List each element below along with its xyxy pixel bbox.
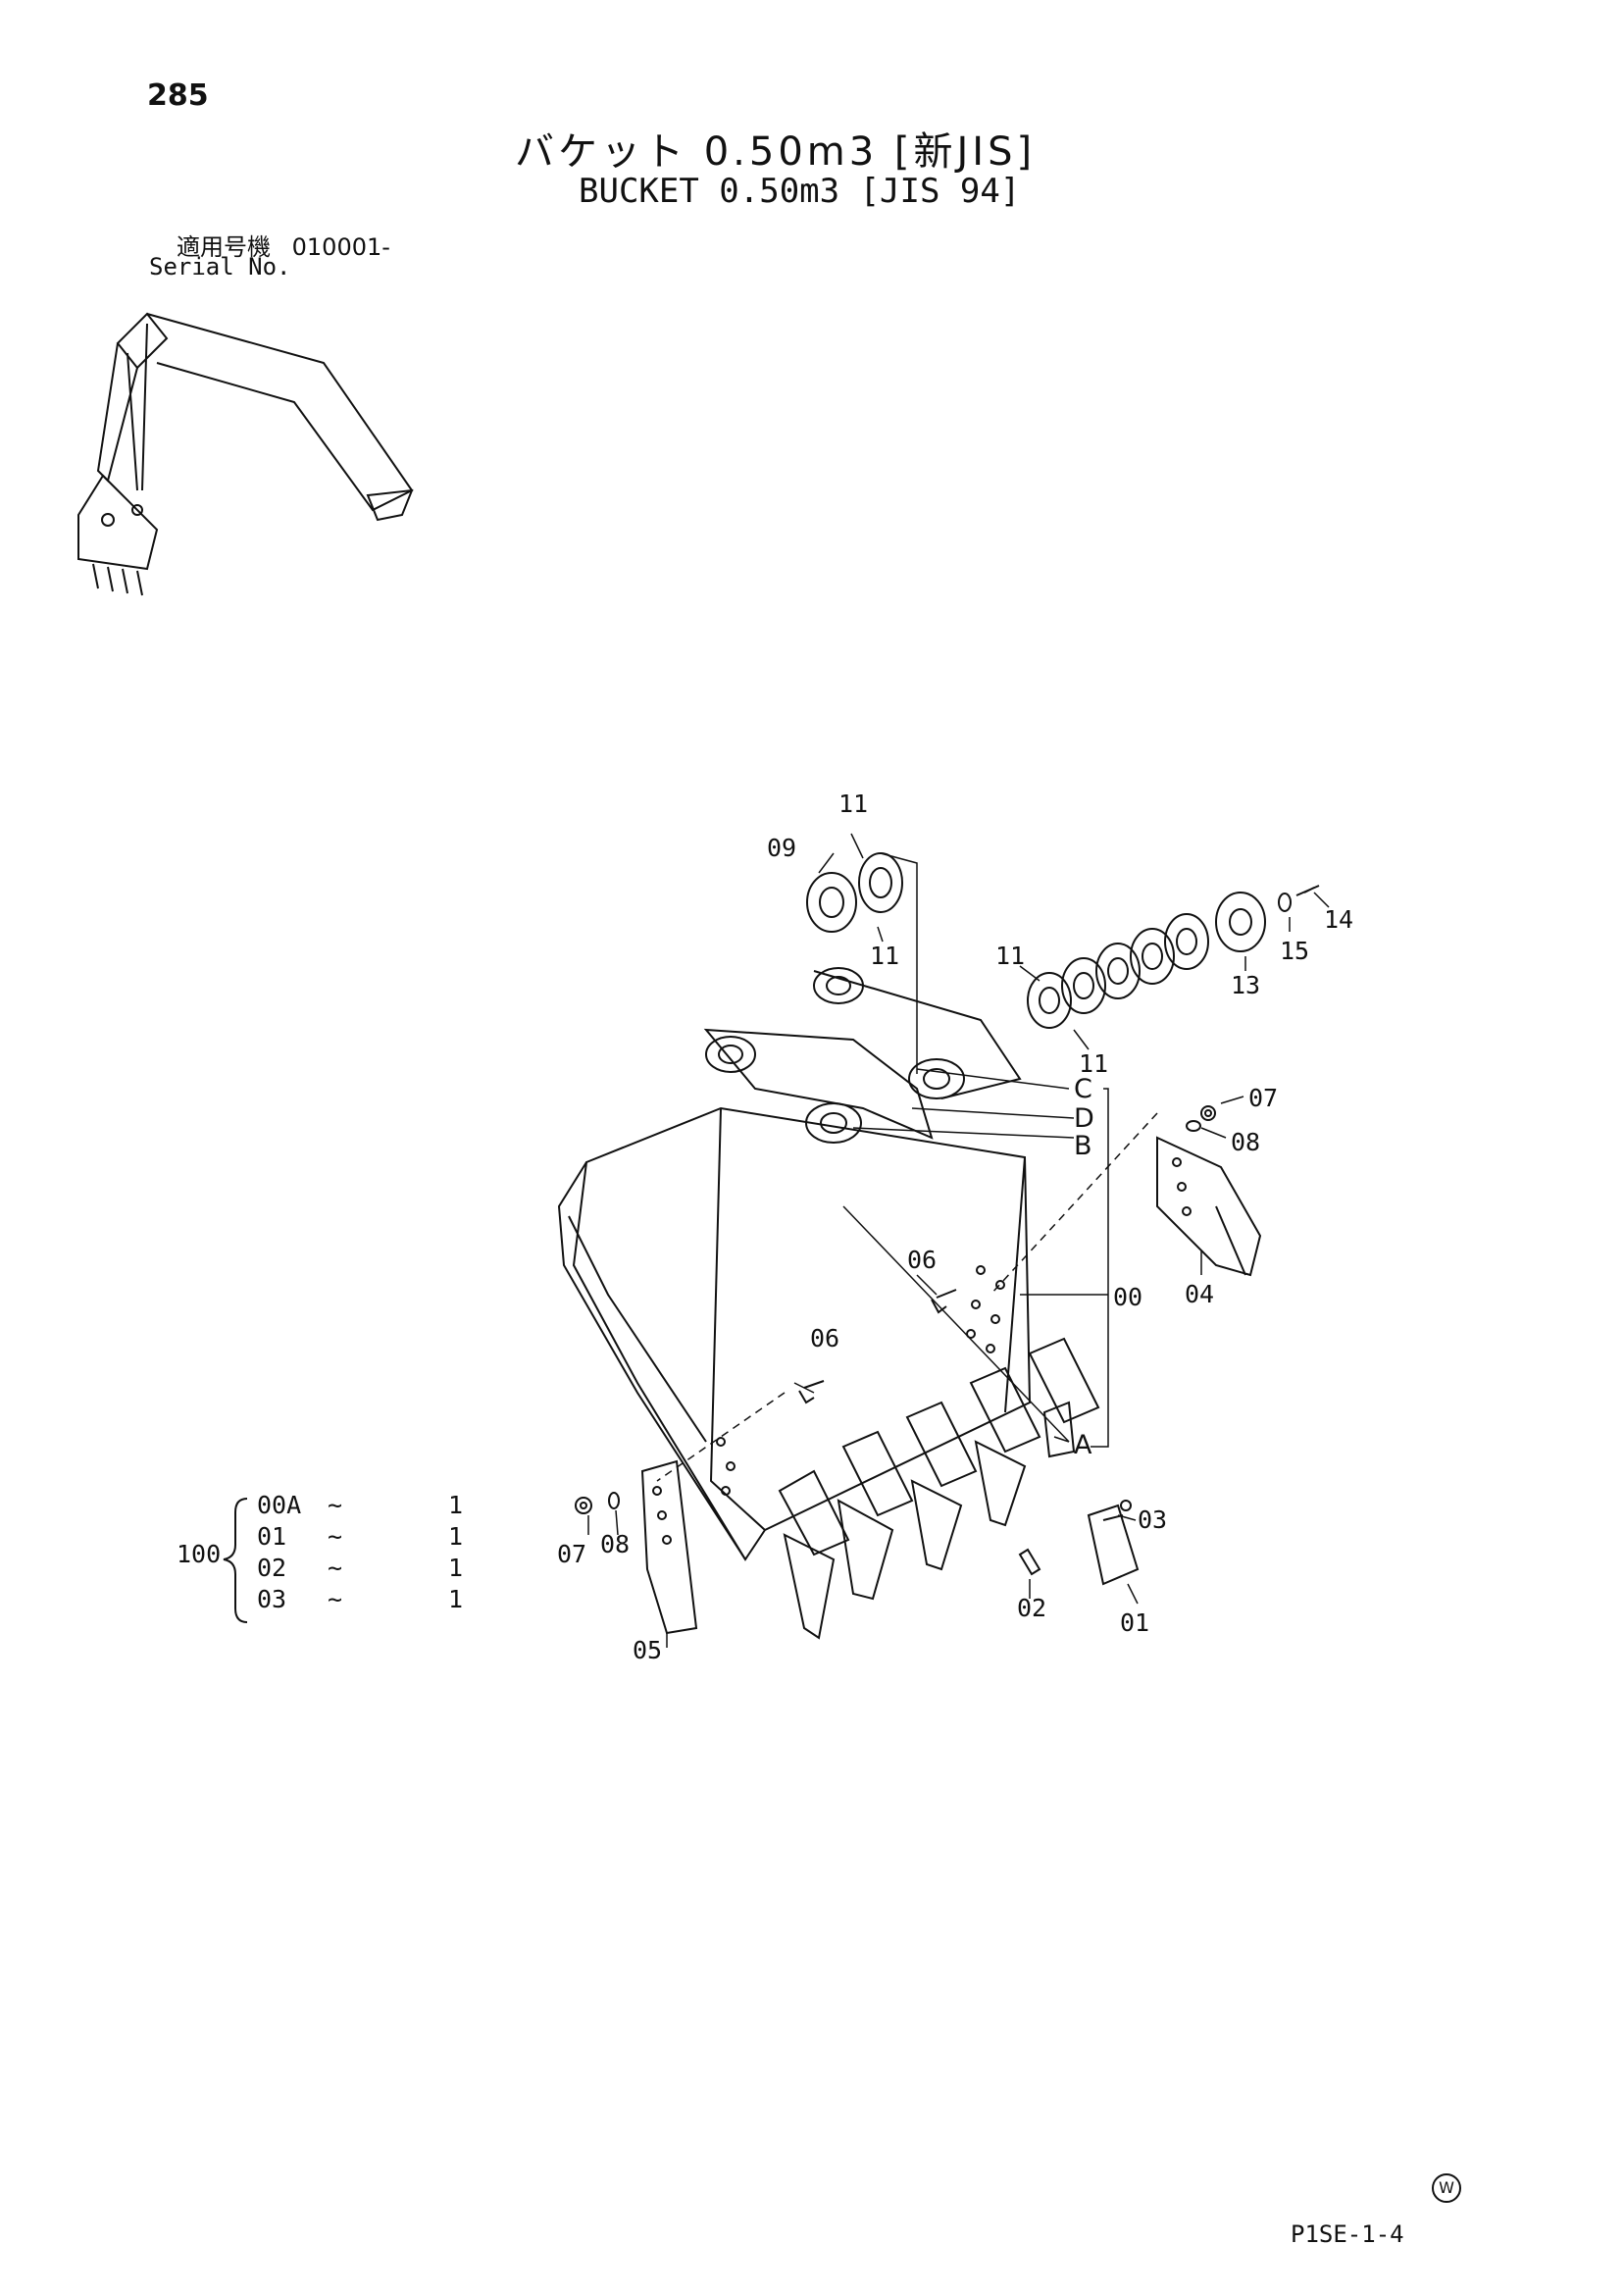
bucket-teeth: [778, 1337, 1100, 1640]
callout-11-ring-b: 11: [1079, 1049, 1109, 1078]
serial-value: 010001-: [291, 233, 390, 261]
side-cutter-left: [640, 1459, 698, 1635]
assembly-brace: [223, 1498, 248, 1623]
side-cutter-right: [1156, 1136, 1262, 1277]
ref-letter-b: B: [1074, 1131, 1092, 1161]
assembly-part: 02: [257, 1554, 287, 1582]
callout-07-left: 07: [557, 1540, 587, 1568]
assembly-part: 01: [257, 1522, 287, 1551]
page-title-en: BUCKET 0.50m3 [JIS 94]: [579, 172, 1021, 211]
callout-08-right: 08: [1231, 1128, 1261, 1156]
assembly-sym: ~: [328, 1554, 343, 1582]
serial-label-en: Serial No.: [149, 253, 291, 281]
page-code: P1SE-1-4: [1291, 2220, 1404, 2248]
callout-11-top: 11: [838, 790, 869, 818]
tooth-detail: [1018, 1500, 1140, 1586]
callout-14: 14: [1324, 905, 1354, 934]
shims: [806, 852, 1266, 1029]
assembly-part: 00A: [257, 1491, 302, 1519]
assembly-sym: ~: [328, 1491, 343, 1519]
ref-letter-a: A: [1074, 1430, 1092, 1460]
callout-04: 04: [1185, 1280, 1215, 1308]
assembly-qty: 1: [448, 1522, 464, 1551]
callout-15: 15: [1280, 937, 1310, 965]
callout-05: 05: [633, 1636, 663, 1664]
serial-block: 適用号機 010001-: [177, 228, 390, 262]
callout-08-left: 08: [600, 1530, 631, 1558]
callout-07-right: 07: [1248, 1084, 1279, 1112]
assembly-part: 03: [257, 1585, 287, 1613]
excavator-thumbnail-icon: [77, 312, 414, 596]
serial-label-jp: 適用号機: [177, 233, 271, 261]
callout-02: 02: [1017, 1594, 1047, 1622]
page-title-jp: バケット 0.50m3 [新JIS]: [515, 129, 1037, 175]
assembly-qty: 1: [448, 1554, 464, 1582]
assembly-row: 01 ~ 1: [257, 1522, 473, 1551]
ref-letter-d: D: [1074, 1103, 1094, 1134]
callout-11-mid: 11: [870, 942, 900, 970]
callout-09: 09: [767, 834, 797, 862]
callout-13: 13: [1231, 971, 1261, 999]
ref-letter-c: C: [1074, 1074, 1092, 1104]
callout-06-mid: 06: [907, 1246, 938, 1274]
assembly-sym: ~: [328, 1585, 343, 1613]
page-number: 285: [147, 78, 209, 113]
bucket-body: [557, 967, 1032, 1561]
assembly-sym: ~: [328, 1522, 343, 1551]
assembly-qty: 1: [448, 1585, 464, 1613]
assembly-row: 00A ~ 1: [257, 1491, 473, 1519]
assembly-row: 02 ~ 1: [257, 1554, 473, 1582]
assembly-label: 100: [177, 1540, 222, 1568]
callout-11-ring: 11: [995, 942, 1026, 970]
callout-06-low: 06: [810, 1324, 840, 1352]
fasteners: [575, 885, 1320, 1514]
assembly-qty: 1: [448, 1491, 464, 1519]
callout-01: 01: [1120, 1608, 1150, 1637]
w-mark-icon: W: [1432, 2173, 1461, 2203]
callout-00: 00: [1113, 1283, 1143, 1311]
leader-lines: [587, 833, 1330, 1648]
assembly-row: 03 ~ 1: [257, 1585, 473, 1613]
callout-03: 03: [1138, 1505, 1168, 1534]
